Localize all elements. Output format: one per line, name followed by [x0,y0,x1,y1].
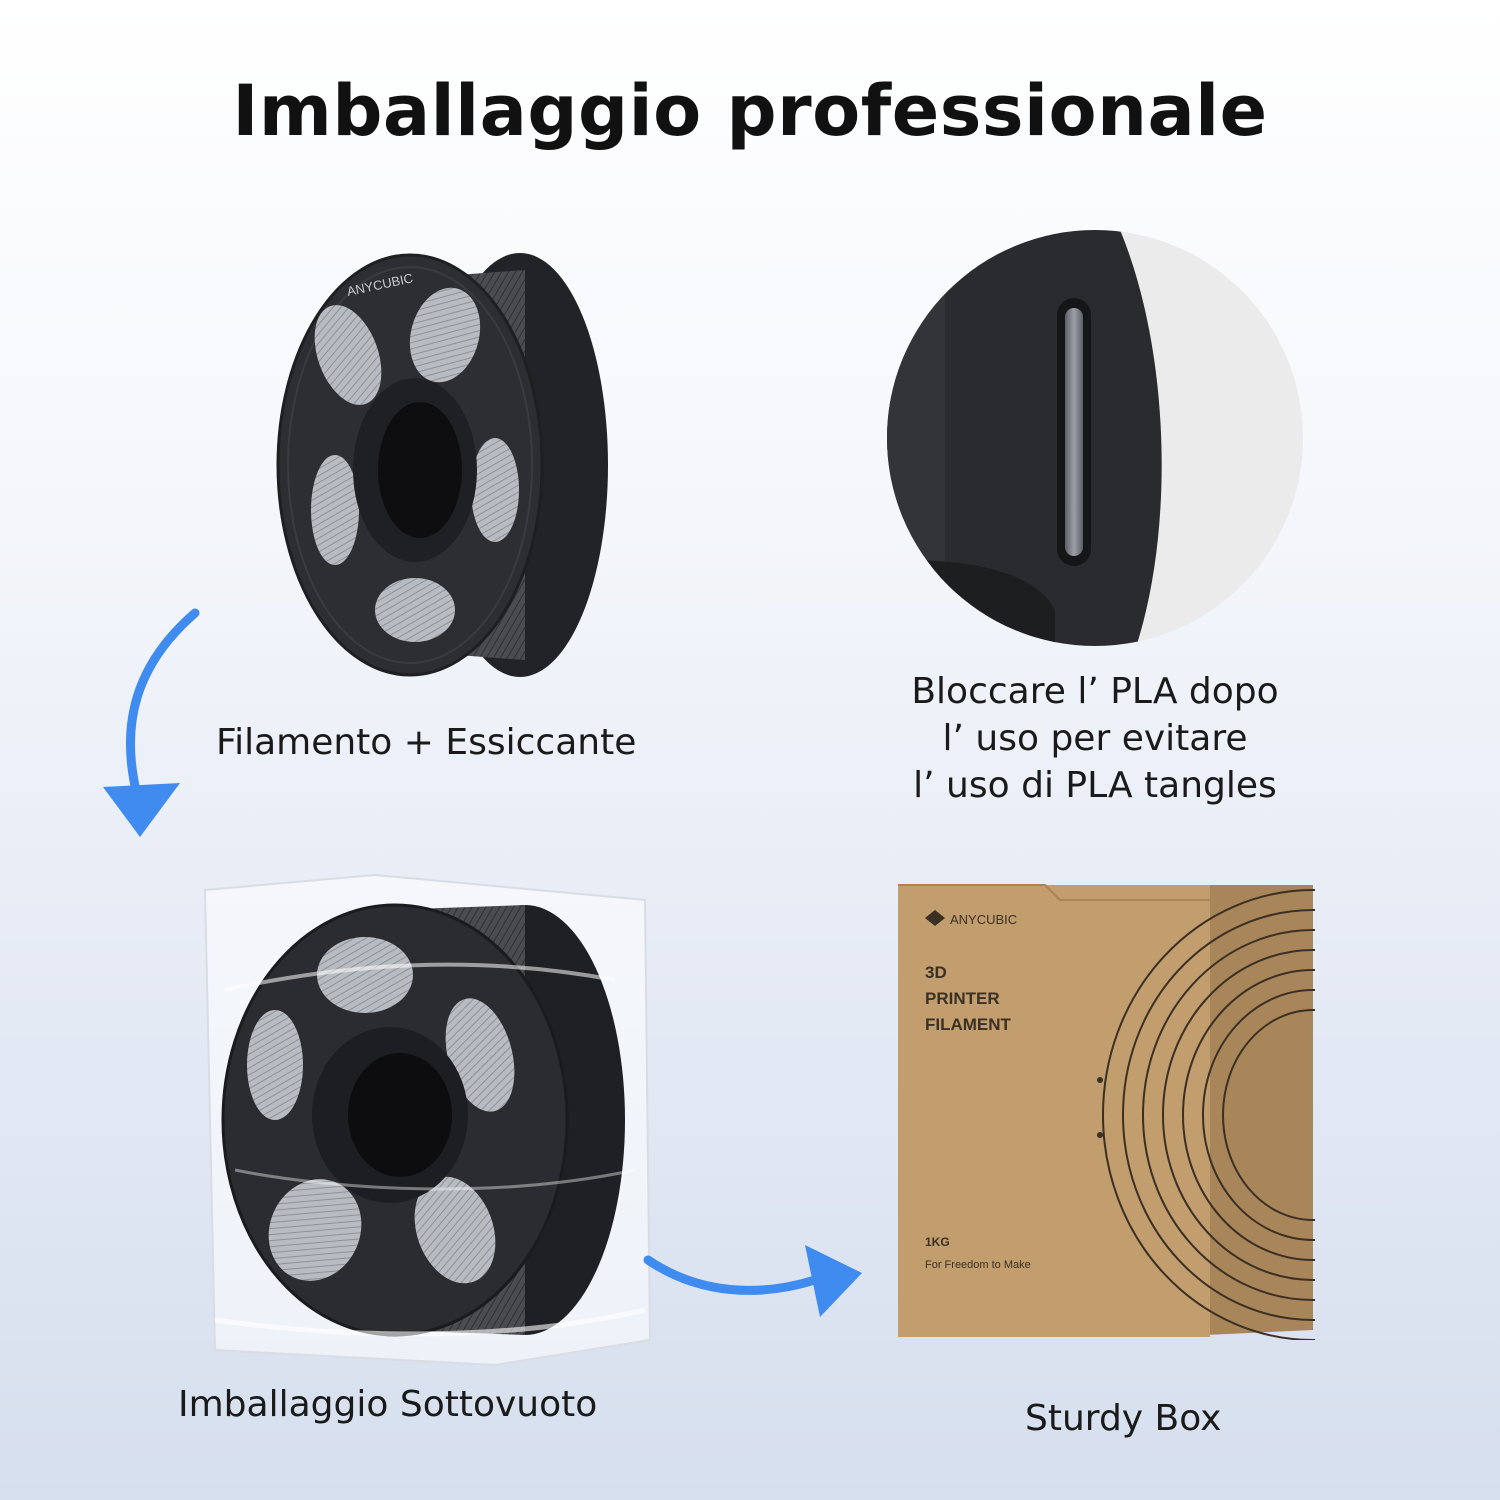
caption-lock-line-2: l’ uso per evitare [942,718,1248,759]
caption-lock-line-3: l’ uso di PLA tangles [913,765,1277,806]
anycubic-logo-icon [925,910,945,926]
caption-filament: Filamento + Essiccante [216,722,637,763]
box-label-line-2: PRINTER [925,989,1000,1008]
filament-spool-image: ANYCUBIC [276,253,608,677]
spool-lock-closeup-image [887,230,1303,646]
box-label-line-1: 3D [925,963,947,982]
box-weight-text: 1KG [925,1235,950,1249]
arrow-right-icon [643,1245,862,1317]
arrow-down-icon [103,608,200,837]
box-brand-text: ANYCUBIC [950,912,1017,927]
caption-vacuum: Imballaggio Sottovuoto [178,1384,598,1425]
caption-lock: Bloccare l’ PLA dopo l’ uso per evitare … [880,668,1310,809]
vacuum-packed-spool-image [203,873,652,1367]
box-slogan-text: For Freedom to Make [925,1259,1031,1271]
page-title: Imballaggio professionale [232,70,1268,152]
box-label-line-3: FILAMENT [925,1015,1012,1034]
sturdy-box-image: ANYCUBIC 3D PRINTER FILAMENT 1KG For Fre… [898,884,1315,1340]
caption-lock-line-1: Bloccare l’ PLA dopo [911,671,1279,712]
caption-box: Sturdy Box [1025,1398,1222,1439]
